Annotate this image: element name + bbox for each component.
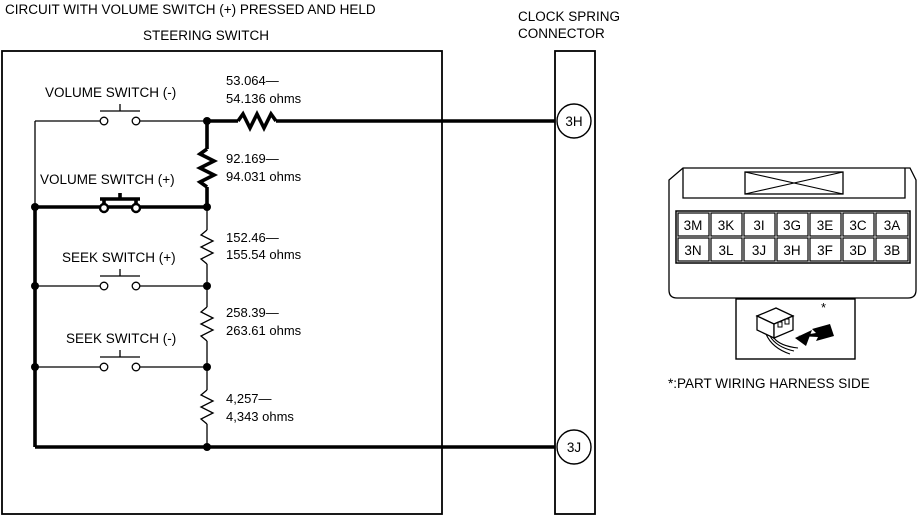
seek-minus-switch-symbol: [99, 350, 141, 372]
resistor-1-symbol: [236, 109, 278, 133]
resistor-1-value-line2: 54.136 ohms: [226, 91, 302, 106]
seek-plus-label: SEEK SWITCH (+): [62, 250, 176, 265]
diagram-title: CIRCUIT WITH VOLUME SWITCH (+) PRESSED A…: [5, 2, 376, 17]
pin-label: 3L: [718, 243, 734, 258]
resistor-2-value-line2: 94.031 ohms: [226, 169, 302, 184]
pin-label: 3J: [752, 243, 766, 258]
resistor-4-symbol: [199, 306, 215, 342]
clock-spring-label-line1: CLOCK SPRING: [518, 9, 620, 24]
resistor-5-value-line1: 4,257—: [226, 391, 272, 406]
pin-label: 3B: [884, 243, 901, 258]
terminal-3j: 3J: [556, 429, 592, 465]
resistor-4-value-line2: 263.61 ohms: [226, 323, 302, 338]
pin-label: 3K: [718, 218, 735, 233]
volume-plus-switch-symbol: [98, 193, 142, 214]
pin-label: 3H: [783, 243, 800, 258]
resistor-5-value-line2: 4,343 ohms: [226, 409, 294, 424]
junction-dots: [31, 117, 211, 451]
pin-grid: 3M 3K 3I 3G 3E 3C 3A 3N 3L 3J 3H 3F 3D 3…: [677, 212, 909, 262]
clock-spring-connector-body: [554, 50, 596, 515]
pin-label: 3D: [849, 243, 867, 258]
pin-label: 3I: [753, 218, 764, 233]
resistor-5-symbol: [199, 389, 215, 425]
terminal-3h-label: 3H: [565, 114, 582, 129]
harness-side-inset: *: [735, 298, 856, 360]
resistor-1-value-line1: 53.064—: [226, 73, 279, 88]
pin-label: 3F: [817, 243, 833, 258]
terminal-3j-label: 3J: [567, 440, 581, 455]
pin-label: 3E: [817, 218, 834, 233]
connector-plug-icon: [755, 307, 799, 355]
steering-switch-box: [1, 50, 443, 515]
pin-label: 3G: [783, 218, 801, 233]
harness-side-note: *:PART WIRING HARNESS SIDE: [668, 376, 870, 391]
resistor-4-value-line1: 258.39—: [226, 305, 279, 320]
seek-minus-label: SEEK SWITCH (-): [66, 331, 176, 346]
pin-label: 3M: [684, 218, 703, 233]
resistor-3-value-line1: 152.46—: [226, 230, 279, 245]
pin-label: 3C: [849, 218, 867, 233]
connector-face: 3M 3K 3I 3G 3E 3C 3A 3N 3L 3J 3H 3F 3D 3…: [668, 167, 917, 299]
pin-label: 3N: [684, 243, 701, 258]
volume-plus-label: VOLUME SWITCH (+): [40, 172, 175, 187]
steering-switch-label: STEERING SWITCH: [143, 28, 269, 43]
resistor-2-value-line1: 92.169—: [226, 151, 279, 166]
resistor-2-symbol: [195, 147, 219, 189]
clock-spring-label-line2: CONNECTOR: [518, 26, 605, 41]
inset-asterisk: *: [821, 300, 826, 315]
resistor-3-value-line2: 155.54 ohms: [226, 247, 302, 262]
volume-minus-switch-symbol: [99, 104, 141, 126]
pin-label: 3A: [884, 218, 901, 233]
seek-plus-switch-symbol: [99, 269, 141, 291]
terminal-3h: 3H: [556, 103, 592, 139]
volume-minus-label: VOLUME SWITCH (-): [45, 85, 176, 100]
arrow-icon: [795, 324, 834, 346]
resistor-3-symbol: [199, 229, 215, 265]
